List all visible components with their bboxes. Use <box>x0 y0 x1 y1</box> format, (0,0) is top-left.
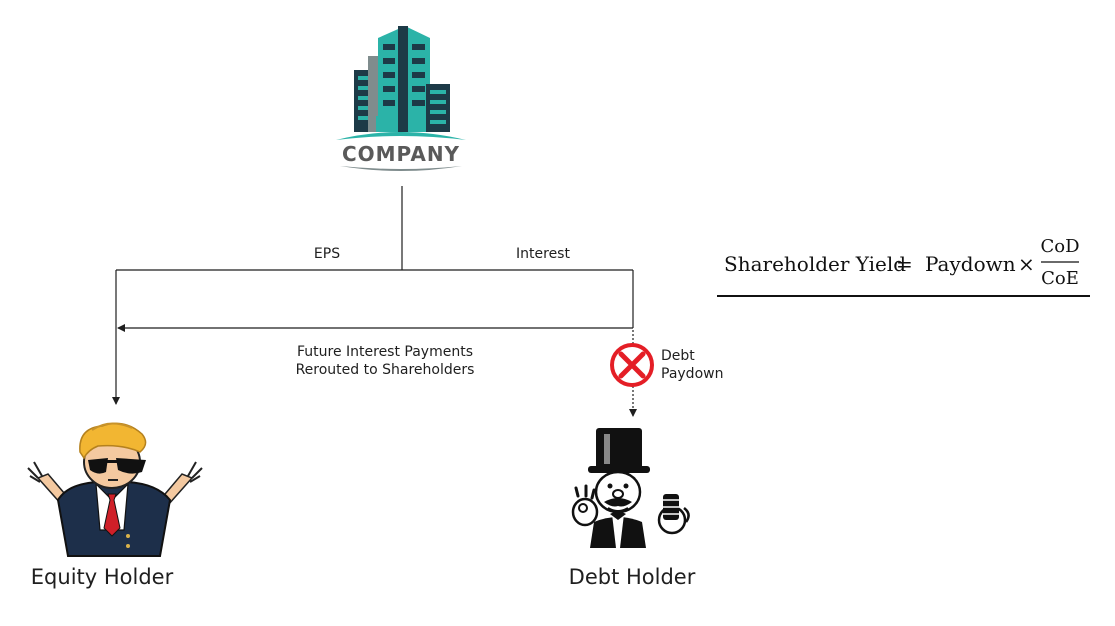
formula-equals: = <box>896 252 913 276</box>
company-logo: COMPANY <box>336 26 466 171</box>
monopoly-man-icon <box>573 428 689 548</box>
cancel-x-icon <box>612 345 652 385</box>
office-building-icon <box>336 26 466 140</box>
formula-times: × <box>1018 252 1035 276</box>
logo-underline-swoosh <box>340 166 462 171</box>
connectors <box>116 186 633 416</box>
company-logo-text: COMPANY <box>342 142 460 166</box>
reroute-label-line1: Future Interest Payments <box>297 344 473 360</box>
eps-label: EPS <box>314 246 340 262</box>
shareholder-yield-formula: Shareholder Yield = Paydown × CoD CoE <box>717 236 1090 296</box>
equity-holder-label: Equity Holder <box>31 565 174 589</box>
formula-term: Paydown <box>925 252 1016 276</box>
reroute-label-line2: Rerouted to Shareholders <box>296 362 475 378</box>
paydown-label-line2: Paydown <box>661 366 723 382</box>
interest-label: Interest <box>516 246 570 262</box>
formula-lhs: Shareholder Yield <box>724 252 906 276</box>
debt-holder-label: Debt Holder <box>569 565 696 589</box>
wsb-guy-shrug-icon <box>28 423 202 556</box>
paydown-label-line1: Debt <box>661 348 695 364</box>
formula-denominator: CoE <box>1041 268 1079 289</box>
formula-numerator: CoD <box>1040 236 1079 257</box>
